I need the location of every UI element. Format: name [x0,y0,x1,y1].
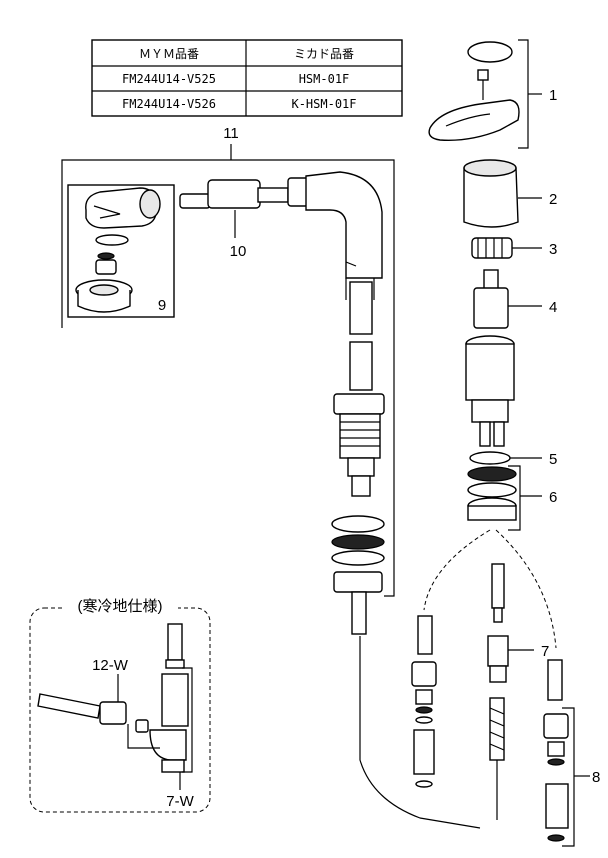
label-11: 11 [223,125,239,142]
table-cell: HSM-01F [299,72,350,86]
cold-region-inset: (寒冷地仕様) 12-W 7-W [29,596,211,813]
part-10-connector: 10 [179,179,289,260]
label-7: 7 [541,643,549,660]
label-3: 3 [549,241,557,258]
table-cell: K-HSM-01F [291,97,356,111]
part-number-table: ＭＹＭ品番 ミカド品番 FM244U14-V525 HSM-01F FM244U… [91,39,403,117]
label-7-w: 7-W [166,793,194,810]
label-5: 5 [549,451,557,468]
table-header-mym: ＭＹＭ品番 [139,47,199,61]
spout-hose [287,171,481,829]
label-4: 4 [549,299,557,316]
right-column-parts: 1 2 3 4 5 6 [423,39,557,649]
supply-hose-middle: 7 [487,563,549,820]
table-header-mikado: ミカド品番 [294,47,354,61]
inset-title: (寒冷地仕様) [78,597,163,615]
label-10: 10 [230,243,247,260]
part-9-inset: 9 [67,184,175,318]
label-9: 9 [158,297,166,314]
part-1-cap [467,41,513,63]
label-2: 2 [549,191,557,208]
label-6: 6 [549,489,557,506]
supply-hose-left [411,615,437,788]
table-cell: FM244U14-V526 [122,97,216,111]
table-cell: FM244U14-V525 [122,72,216,86]
label-8: 8 [592,769,600,786]
supply-hose-right: 8 [543,659,600,847]
label-1: 1 [549,87,557,104]
part-11-bracket: 11 [61,125,395,597]
label-12-w: 12-W [92,657,129,674]
